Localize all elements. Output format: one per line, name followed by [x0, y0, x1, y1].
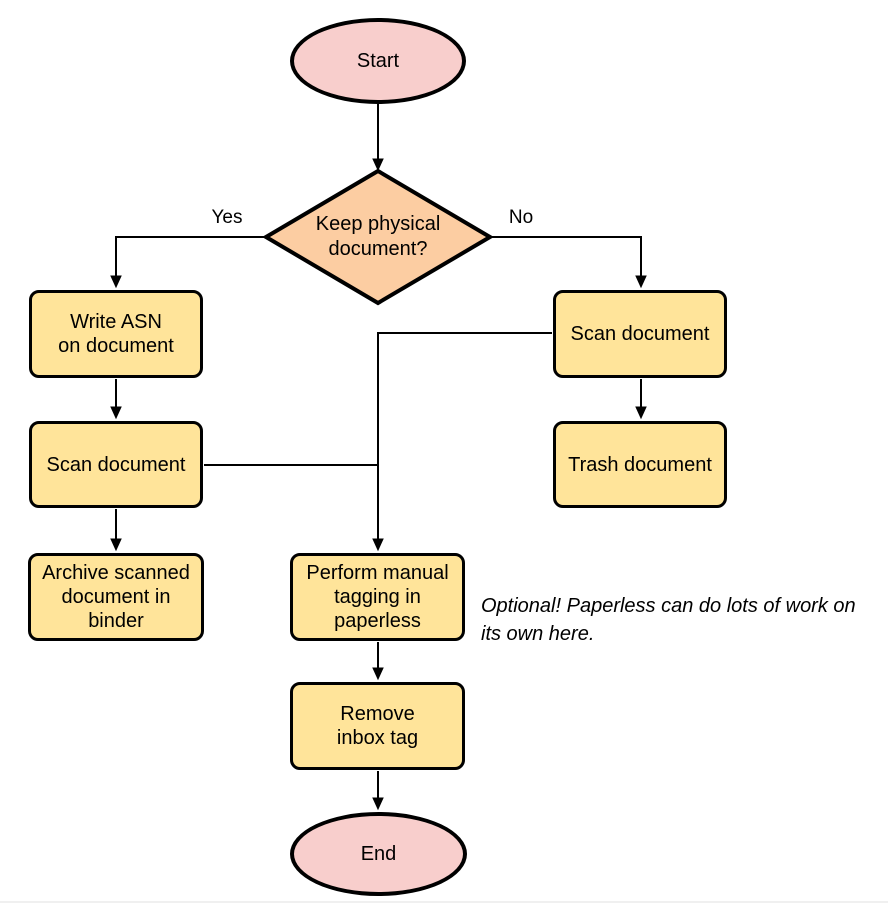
- node-end-label: End: [360, 843, 397, 865]
- node-remove-inbox-tag-line: Remove: [340, 703, 415, 725]
- node-decision-line: document?: [328, 238, 428, 260]
- node-write-asn-line: Write ASN: [70, 311, 162, 333]
- edge-decision-yes-to-write-asn: [110, 236, 266, 289]
- node-decision-label: Keep physical document?: [284, 173, 472, 301]
- node-scan-document-left-line: Scan document: [46, 453, 186, 476]
- node-start: Start: [290, 18, 466, 104]
- node-archive-document-line: document in: [61, 586, 171, 608]
- edge-label-yes: Yes: [203, 207, 251, 229]
- bottom-divider: [0, 901, 888, 903]
- node-archive-document-line: binder: [88, 610, 144, 632]
- node-archive-document-line: Archive scanned: [42, 562, 190, 584]
- edge-label-no: No: [497, 207, 545, 229]
- annotation-optional-note: Optional! Paperless can do lots of work …: [481, 592, 856, 648]
- node-trash-document: Trash document: [553, 421, 727, 508]
- edge-label-no-text: No: [508, 207, 534, 228]
- node-manual-tagging: Perform manual tagging in paperless: [290, 553, 465, 641]
- node-decision-line: Keep physical: [315, 213, 441, 235]
- node-trash-document-line: Trash document: [568, 453, 712, 476]
- node-manual-tagging-line: tagging in: [334, 586, 421, 608]
- edge-scan-right-to-perform: [372, 332, 552, 552]
- node-end: End: [290, 812, 467, 896]
- node-manual-tagging-line: paperless: [334, 610, 421, 632]
- node-scan-document-left: Scan document: [29, 421, 203, 508]
- decision-diamond-shape: [262, 168, 494, 306]
- node-scan-document-right-line: Scan document: [570, 323, 710, 345]
- node-scan-document-right: Scan document: [553, 290, 727, 378]
- node-manual-tagging-line: Perform manual: [306, 562, 449, 584]
- annotation-line: its own here.: [481, 623, 595, 645]
- annotation-line: Optional! Paperless can do lots of work …: [481, 595, 856, 617]
- edge-label-yes-text: Yes: [211, 207, 243, 228]
- edge-decision-no-to-scan-right: [489, 236, 647, 289]
- node-write-asn-line: on document: [58, 335, 174, 357]
- node-write-asn: Write ASN on document: [29, 290, 203, 378]
- node-remove-inbox-tag-line: inbox tag: [336, 727, 419, 749]
- node-remove-inbox-tag: Remove inbox tag: [290, 682, 465, 770]
- node-archive-document: Archive scanned document in binder: [28, 553, 204, 641]
- node-start-label: Start: [356, 50, 400, 72]
